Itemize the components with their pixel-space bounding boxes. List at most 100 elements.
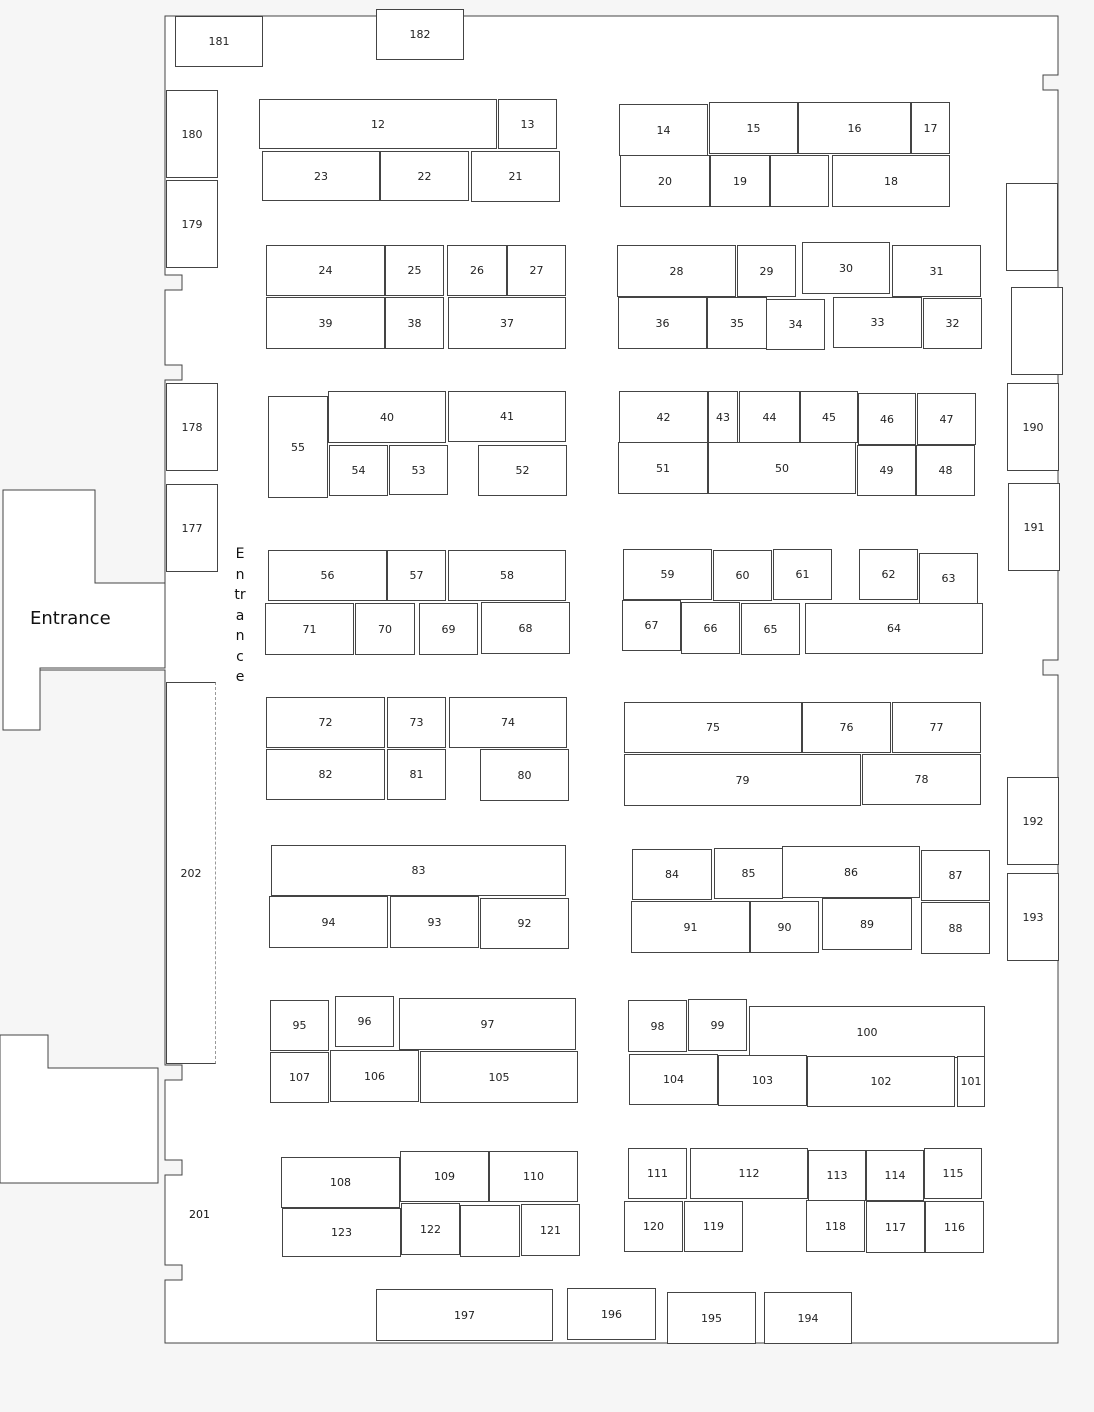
booth-89[interactable]: 89 [822,898,912,950]
booth-63[interactable]: 63 [919,553,978,604]
booth-108[interactable]: 108 [281,1157,400,1208]
booth-33[interactable]: 33 [833,297,922,348]
booth-36[interactable]: 36 [618,297,707,349]
booth-191[interactable]: 191 [1008,483,1060,571]
booth-58[interactable]: 58 [448,550,566,601]
booth-83[interactable]: 83 [271,845,566,896]
booth-81[interactable]: 81 [387,749,446,800]
booth-29[interactable]: 29 [737,245,796,297]
booth-109[interactable]: 109 [400,1151,489,1202]
booth-27[interactable]: 27 [507,245,566,296]
booth-53[interactable]: 53 [389,445,448,495]
booth-101[interactable]: 101 [957,1056,985,1107]
booth-179[interactable]: 179 [166,180,218,268]
booth-22[interactable]: 22 [380,151,469,201]
booth-42[interactable]: 42 [619,391,708,443]
booth-35[interactable]: 35 [707,297,767,349]
booth-67[interactable]: 67 [622,600,681,651]
booth-77[interactable]: 77 [892,702,981,753]
booth-50[interactable]: 50 [708,442,856,494]
booth-59[interactable]: 59 [623,549,712,600]
booth-64[interactable]: 64 [805,603,983,654]
booth-40[interactable]: 40 [328,391,446,443]
booth-28[interactable]: 28 [617,245,736,297]
booth-107[interactable]: 107 [270,1052,329,1103]
booth-71[interactable]: 71 [265,603,354,655]
booth-113[interactable]: 113 [808,1150,866,1201]
booth-110[interactable]: 110 [489,1151,578,1202]
booth-202[interactable]: 202 [166,682,216,1064]
booth-193[interactable]: 193 [1007,873,1059,961]
booth-47[interactable]: 47 [917,393,976,445]
booth-112[interactable]: 112 [690,1148,808,1199]
booth-87[interactable]: 87 [921,850,990,901]
booth-91[interactable]: 91 [631,901,750,953]
booth-182[interactable]: 182 [376,9,464,60]
booth-75[interactable]: 75 [624,702,802,753]
booth-70[interactable]: 70 [355,603,415,655]
booth-39[interactable]: 39 [266,297,385,349]
booth-45[interactable]: 45 [800,391,858,443]
booth-195[interactable]: 195 [667,1292,756,1344]
booth-106[interactable]: 106 [330,1050,419,1102]
booth-23[interactable]: 23 [262,151,380,201]
booth-88[interactable]: 88 [921,902,990,954]
booth-25[interactable]: 25 [385,245,444,296]
booth-115[interactable]: 115 [924,1148,982,1199]
booth-84[interactable]: 84 [632,849,712,900]
booth-unlabeled[interactable] [1006,183,1058,271]
booth-99[interactable]: 99 [688,999,747,1051]
booth-68[interactable]: 68 [481,602,570,654]
booth-98[interactable]: 98 [628,1000,687,1052]
booth-unlabeled[interactable] [1011,287,1063,375]
booth-56[interactable]: 56 [268,550,387,601]
booth-49[interactable]: 49 [857,445,916,496]
booth-85[interactable]: 85 [714,848,783,899]
booth-180[interactable]: 180 [166,90,218,178]
booth-43[interactable]: 43 [708,391,738,443]
booth-65[interactable]: 65 [741,603,800,655]
booth-78[interactable]: 78 [862,754,981,805]
booth-52[interactable]: 52 [478,445,567,496]
booth-82[interactable]: 82 [266,749,385,800]
booth-16[interactable]: 16 [798,102,911,154]
booth-114[interactable]: 114 [866,1150,924,1201]
booth-190[interactable]: 190 [1007,383,1059,471]
booth-54[interactable]: 54 [329,445,388,496]
booth-80[interactable]: 80 [480,749,569,801]
booth-12[interactable]: 12 [259,99,497,149]
booth-86[interactable]: 86 [782,846,920,898]
booth-76[interactable]: 76 [802,702,891,753]
booth-102[interactable]: 102 [807,1056,955,1107]
booth-100[interactable]: 100 [749,1006,985,1058]
booth-73[interactable]: 73 [387,697,446,748]
booth-18[interactable]: 18 [832,155,950,207]
booth-17[interactable]: 17 [911,102,950,154]
booth-111[interactable]: 111 [628,1148,687,1199]
booth-31[interactable]: 31 [892,245,981,297]
booth-60[interactable]: 60 [713,550,772,601]
booth-34[interactable]: 34 [766,299,825,350]
booth-90[interactable]: 90 [750,901,819,953]
booth-192[interactable]: 192 [1007,777,1059,865]
booth-26[interactable]: 26 [447,245,507,296]
booth-104[interactable]: 104 [629,1054,718,1105]
booth-57[interactable]: 57 [387,550,446,601]
booth-121[interactable]: 121 [521,1204,580,1256]
booth-32[interactable]: 32 [923,298,982,349]
booth-93[interactable]: 93 [390,896,479,948]
booth-24[interactable]: 24 [266,245,385,296]
booth-177[interactable]: 177 [166,484,218,572]
booth-unlabeled[interactable] [460,1205,520,1257]
booth-117[interactable]: 117 [866,1201,925,1253]
booth-62[interactable]: 62 [859,549,918,600]
booth-97[interactable]: 97 [399,998,576,1050]
booth-41[interactable]: 41 [448,391,566,442]
booth-96[interactable]: 96 [335,996,394,1047]
booth-unlabeled[interactable] [770,155,829,207]
booth-181[interactable]: 181 [175,16,263,67]
booth-15[interactable]: 15 [709,102,798,154]
booth-37[interactable]: 37 [448,297,566,349]
booth-21[interactable]: 21 [471,151,560,202]
booth-119[interactable]: 119 [684,1201,743,1252]
